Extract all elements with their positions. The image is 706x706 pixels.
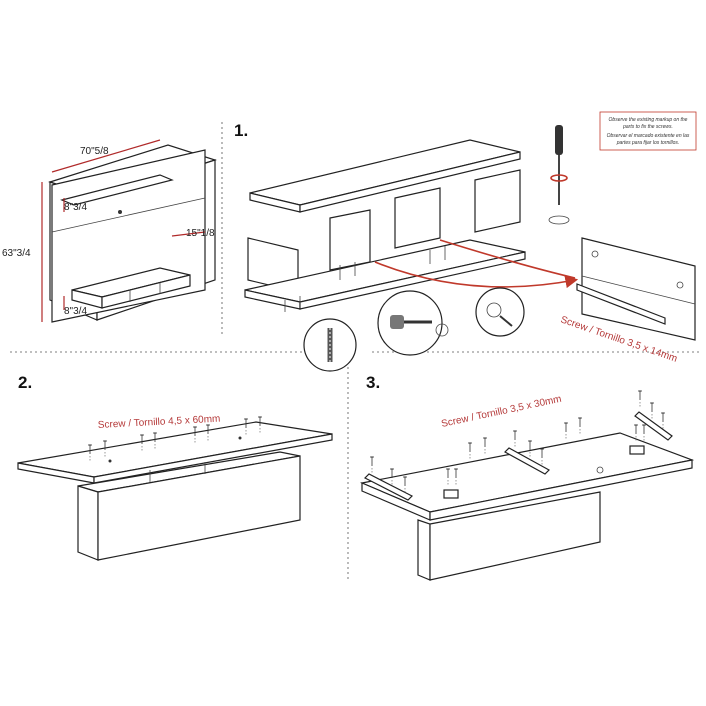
height-dimension-label: 63"3/4 — [2, 248, 31, 259]
step1-note-box — [599, 111, 697, 151]
step1-exploded-shelf — [244, 125, 696, 372]
width-dimension-label: 70"5/8 — [80, 146, 109, 157]
step-3-number: 3. — [366, 373, 380, 392]
depth-dimension-label: 15"1/8 — [186, 228, 215, 239]
note-text-line-1: Observe the existing markup on the — [609, 117, 688, 123]
step-1-number: 1. — [234, 121, 248, 140]
note-text-line-3: Observar el marcado existente en las — [607, 133, 690, 139]
step3-panel-assembly — [359, 390, 695, 581]
note-text-line-4: partes para fijar los tornillos. — [616, 140, 680, 146]
step2-cabinet-assembly — [17, 416, 333, 561]
step3-screw-label: Screw / Tornillo 3,5 x 30mm — [440, 394, 562, 430]
top-gap-label: 8"3/4 — [64, 202, 87, 213]
note-text-line-2: parts to fix the screws. — [622, 124, 673, 130]
step2-screw-label: Screw / Tornillo 4,5 x 60mm — [98, 414, 221, 431]
bottom-gap-label: 8"3/4 — [64, 306, 87, 317]
overview-panel-drawing — [41, 139, 217, 323]
section-dividers — [10, 122, 700, 580]
step-2-number: 2. — [18, 373, 32, 392]
